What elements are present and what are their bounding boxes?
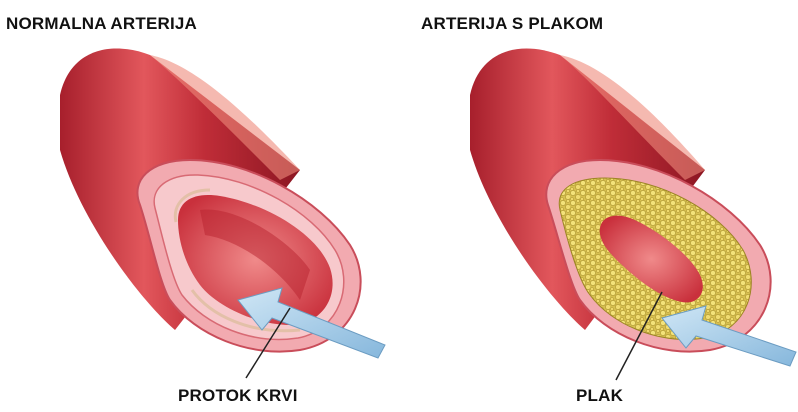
blood-flow-label: PROTOK KRVI <box>178 386 298 406</box>
plaque-artery-title: ARTERIJA S PLAKOM <box>421 14 603 34</box>
normal-artery <box>60 48 361 351</box>
plaque-label: PLAK <box>576 386 623 406</box>
normal-artery-title: NORMALNA ARTERIJA <box>6 14 197 34</box>
plaque-artery <box>470 48 771 351</box>
